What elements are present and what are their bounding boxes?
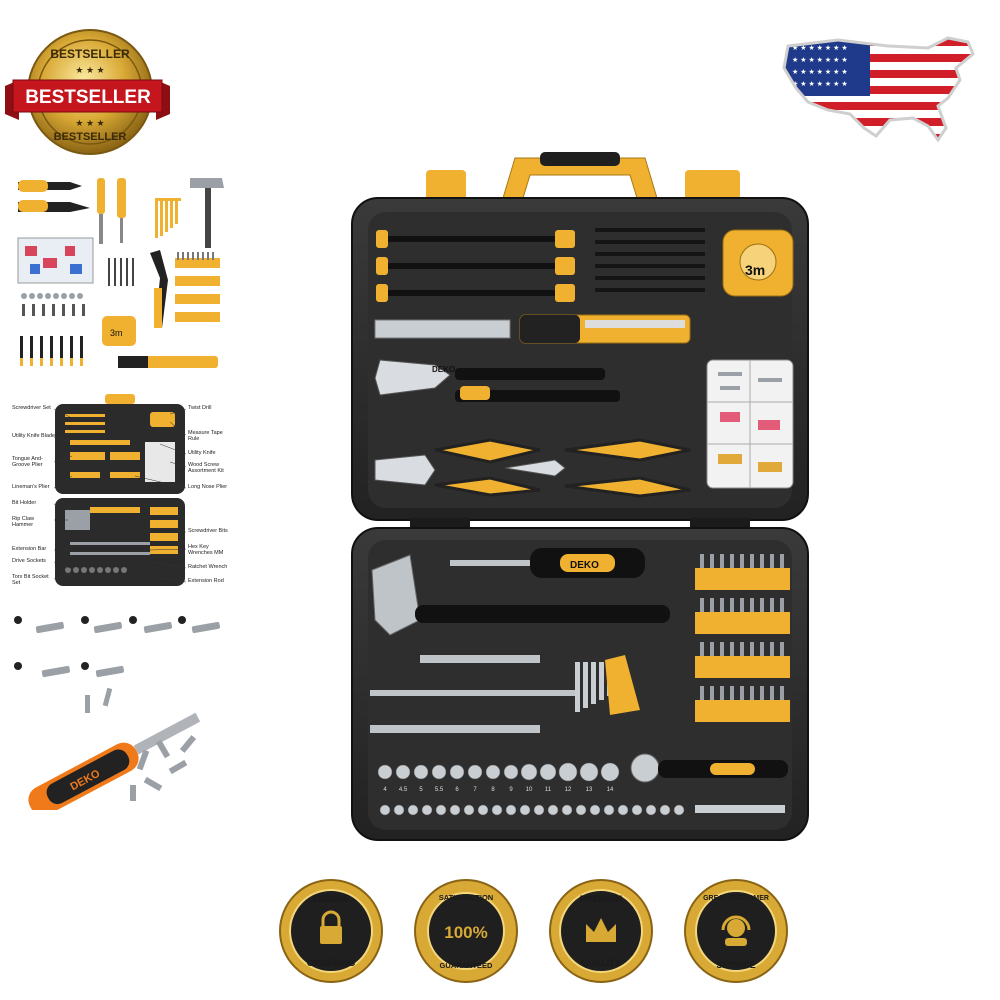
- labeled-case-thumbnail: Screwdriver Set Utility Knife Blade Tong…: [10, 392, 228, 592]
- svg-text:★ ★ ★ ★ ★ ★ ★: ★ ★ ★ ★ ★ ★ ★: [792, 68, 848, 76]
- tape-measure-label: 3m: [745, 262, 765, 278]
- badge-bottom-text: BESTSELLER: [54, 131, 127, 143]
- case-label-right-0: Twist Drill: [188, 405, 212, 411]
- socket-size-8: 10: [526, 787, 533, 793]
- thumb-tape-label: 3m: [110, 328, 123, 338]
- seal-2-line2: QUALITY: [581, 958, 621, 968]
- usa-flag-map-icon: ★ ★ ★ ★ ★ ★ ★ ★ ★ ★ ★ ★ ★ ★ ★ ★ ★ ★ ★ ★ …: [782, 36, 975, 143]
- badge-top-text: BESTSELLER: [50, 47, 130, 61]
- seal-3-line1: GREAT CUSTOMER: [703, 895, 769, 902]
- seal-secure-ordering: SECURE ORDERING: [279, 879, 383, 983]
- badge-ribbon-text: BESTSELLER: [25, 87, 151, 108]
- case-label-right-8: Extension Rod: [188, 578, 224, 584]
- seal-3-line2: SERVICE: [716, 960, 755, 970]
- case-label-left-6: Extension Bar: [12, 546, 47, 552]
- socket-size-0: 4: [383, 787, 387, 793]
- seal-0-line2: ORDERING: [307, 958, 356, 968]
- socket-size-6: 8: [491, 787, 495, 793]
- ratchet-wrench: [630, 753, 788, 783]
- pliers-icon: [18, 180, 90, 212]
- case-label-right-4: Long Nose Plier: [188, 484, 228, 490]
- screwdriver-bits-thumbnail: [10, 608, 225, 688]
- main-tool-case: 3m DEKO DEKO: [351, 152, 809, 841]
- svg-text:★ ★ ★ ★ ★ ★ ★: ★ ★ ★ ★ ★ ★ ★: [792, 56, 848, 64]
- tools-overview-thumbnail: 3m: [10, 168, 225, 378]
- seal-great-customer-service: GREAT CUSTOMER SERVICE: [684, 879, 788, 983]
- case-label-right-1: Measure Tape Rule: [188, 430, 223, 442]
- bestseller-badge: BESTSELLER ★ ★ ★ BESTSELLER ★ ★ ★ BESTSE…: [5, 29, 170, 155]
- seal-0-line1: SECURE: [312, 894, 350, 904]
- case-label-right-7: Ratchet Wrench: [188, 564, 228, 570]
- socket-size-4: 6: [455, 787, 459, 793]
- labeled-case-diagram: [53, 394, 187, 586]
- seal-satisfaction-guaranteed: SATISFACTION 100% GUARANTEED: [414, 879, 518, 983]
- case-label-left-0: Screwdriver Set: [12, 405, 51, 411]
- case-label-right-6: Hex Key Wrenches MM: [188, 544, 224, 556]
- case-label-left-5: Rip Claw Hammer: [12, 516, 35, 528]
- svg-text:★ ★ ★: ★ ★ ★: [75, 65, 104, 75]
- case-label-left-7: Drive Sockets: [12, 558, 46, 564]
- svg-text:★ ★ ★ ★ ★ ★ ★: ★ ★ ★ ★ ★ ★ ★: [792, 44, 848, 52]
- case-label-left-2: Tongue And-Groove Plier: [12, 456, 43, 468]
- socket-size-12: 14: [607, 787, 614, 793]
- ratchet-screwdriver-thumbnail: DEKO: [10, 680, 210, 810]
- tongue-groove-pliers: DEKO: [374, 359, 620, 402]
- utility-knife: [519, 314, 691, 344]
- case-label-left-3: Lineman's Plier: [12, 484, 50, 490]
- socket-size-1: 4.5: [399, 787, 408, 793]
- case-label-left-4: Bit Holder: [12, 500, 37, 506]
- lock-icon: [320, 926, 342, 944]
- socket-size-5: 7: [473, 787, 477, 793]
- screwdriver-main-brand: DEKO: [570, 560, 599, 571]
- seal-1-line2: GUARANTEED: [440, 961, 494, 970]
- claw-hammer: [371, 554, 670, 636]
- svg-text:★ ★ ★: ★ ★ ★: [75, 118, 104, 128]
- headset-icon: [727, 919, 745, 937]
- case-label-left-8: Torx Bit Socket Set: [12, 574, 49, 586]
- svg-text:★ ★ ★ ★ ★ ★ ★: ★ ★ ★ ★ ★ ★ ★: [792, 80, 848, 88]
- seal-1-line1: SATISFACTION: [439, 893, 493, 902]
- case-label-right-5: Screwdriver Bits: [188, 528, 228, 534]
- socket-size-10: 12: [565, 787, 572, 793]
- bit-racks: [695, 554, 790, 722]
- seal-1-center: 100%: [444, 923, 487, 942]
- socket-size-3: 5.5: [435, 787, 444, 793]
- socket-size-9: 11: [545, 787, 552, 793]
- case-label-right-3: Wood Screw Assortment Kit: [188, 462, 224, 474]
- seal-2-line1: PREMIUM: [580, 894, 623, 904]
- seal-premium-quality: PREMIUM QUALITY: [549, 879, 653, 983]
- socket-size-2: 5: [419, 787, 423, 793]
- hammer-icon: [190, 178, 224, 248]
- pliers-brand: DEKO: [432, 365, 455, 374]
- socket-size-11: 13: [586, 787, 593, 793]
- bit-screwdriver: DEKO: [450, 548, 645, 578]
- case-label-right-2: Utility Knife: [188, 450, 216, 456]
- crown-icon: [586, 918, 616, 942]
- case-label-left-1: Utility Knife Blade: [12, 433, 56, 439]
- socket-size-7: 9: [509, 787, 513, 793]
